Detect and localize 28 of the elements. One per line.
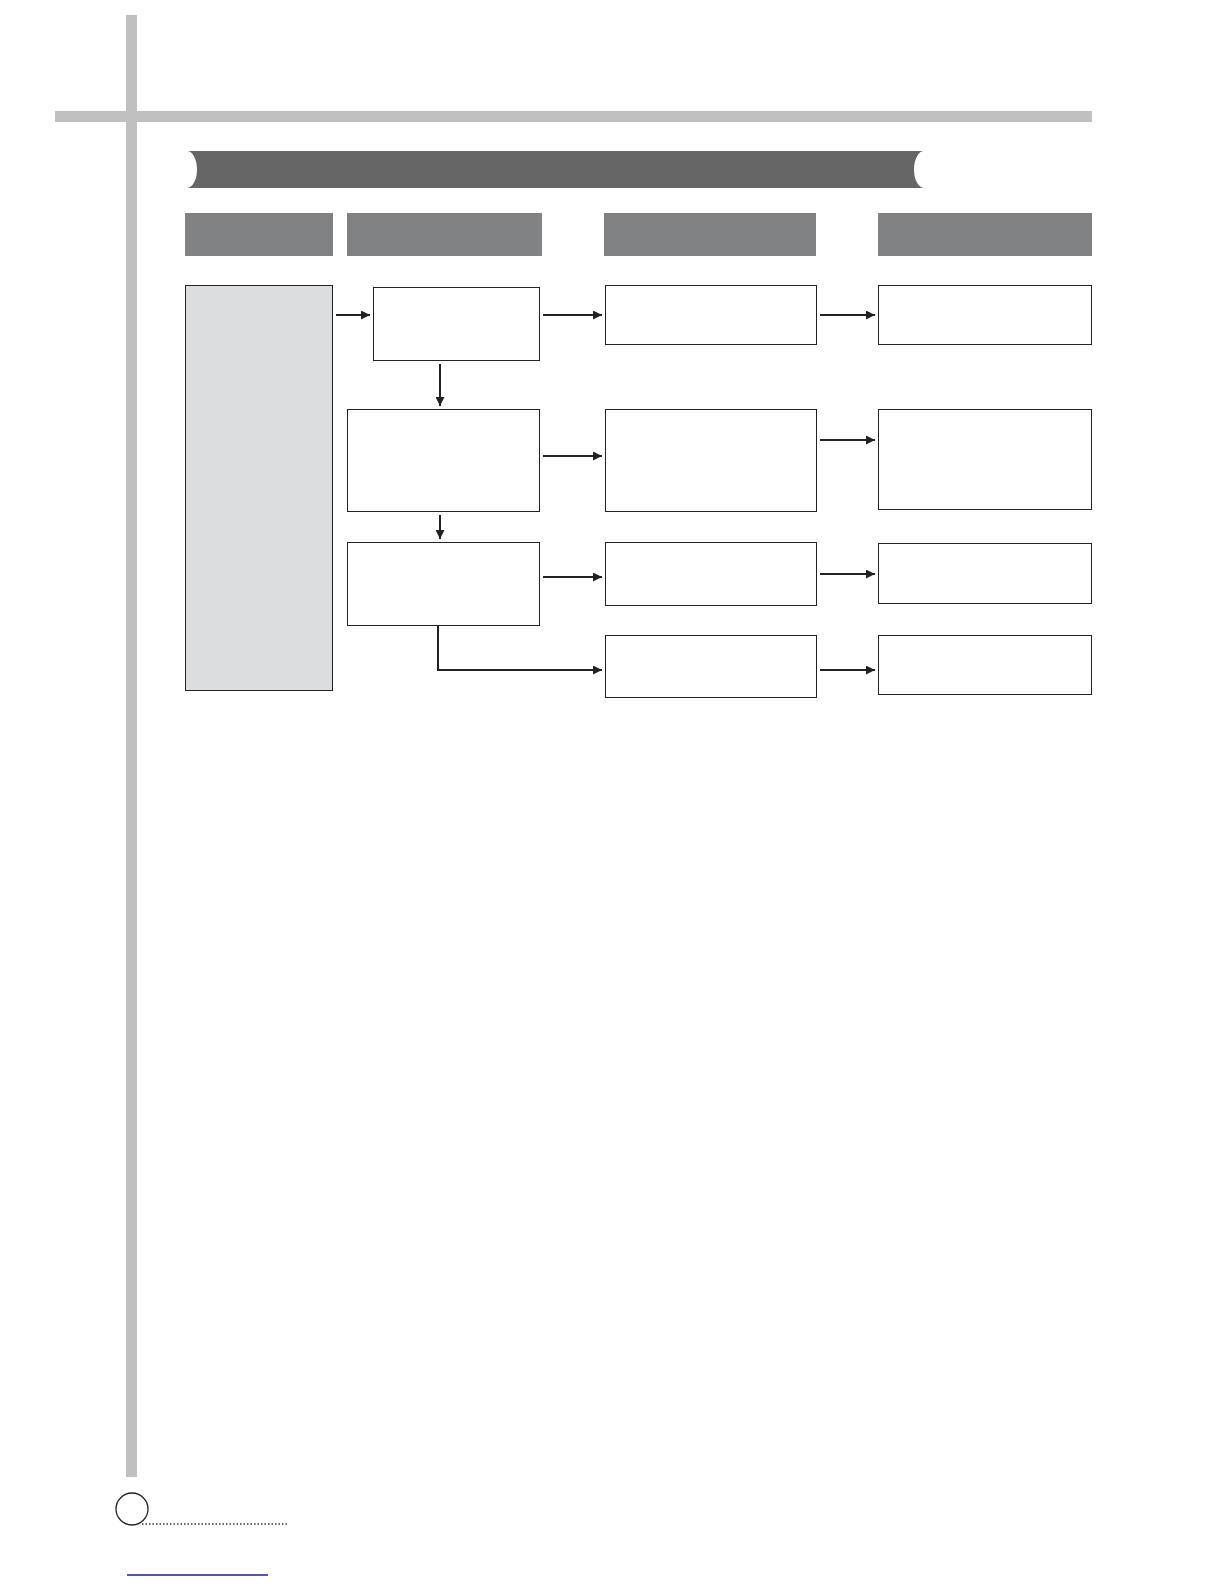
arrow [437,625,603,675]
column-header-bar [878,213,1092,256]
process-box [605,285,817,345]
arrow [819,310,876,320]
process-box [605,542,817,606]
arrow [819,569,876,579]
arrow [542,451,603,461]
arrow [819,665,876,675]
column-header-bar [604,213,816,256]
process-box [373,287,540,361]
section-banner [187,151,924,188]
process-box [878,635,1092,695]
arrow [542,310,603,320]
process-box [347,542,540,626]
process-box [605,409,817,512]
arrow [435,363,445,407]
arrow [542,572,603,582]
process-box [605,635,817,698]
process-box [878,409,1092,510]
arrow [435,514,445,540]
column-header-bar [185,213,333,256]
process-box [347,409,540,512]
arrow [335,310,371,320]
arrow [819,435,876,445]
shaded-panel [185,285,333,691]
column-header-bar [347,213,542,256]
process-box [878,543,1092,604]
process-box [878,285,1092,345]
